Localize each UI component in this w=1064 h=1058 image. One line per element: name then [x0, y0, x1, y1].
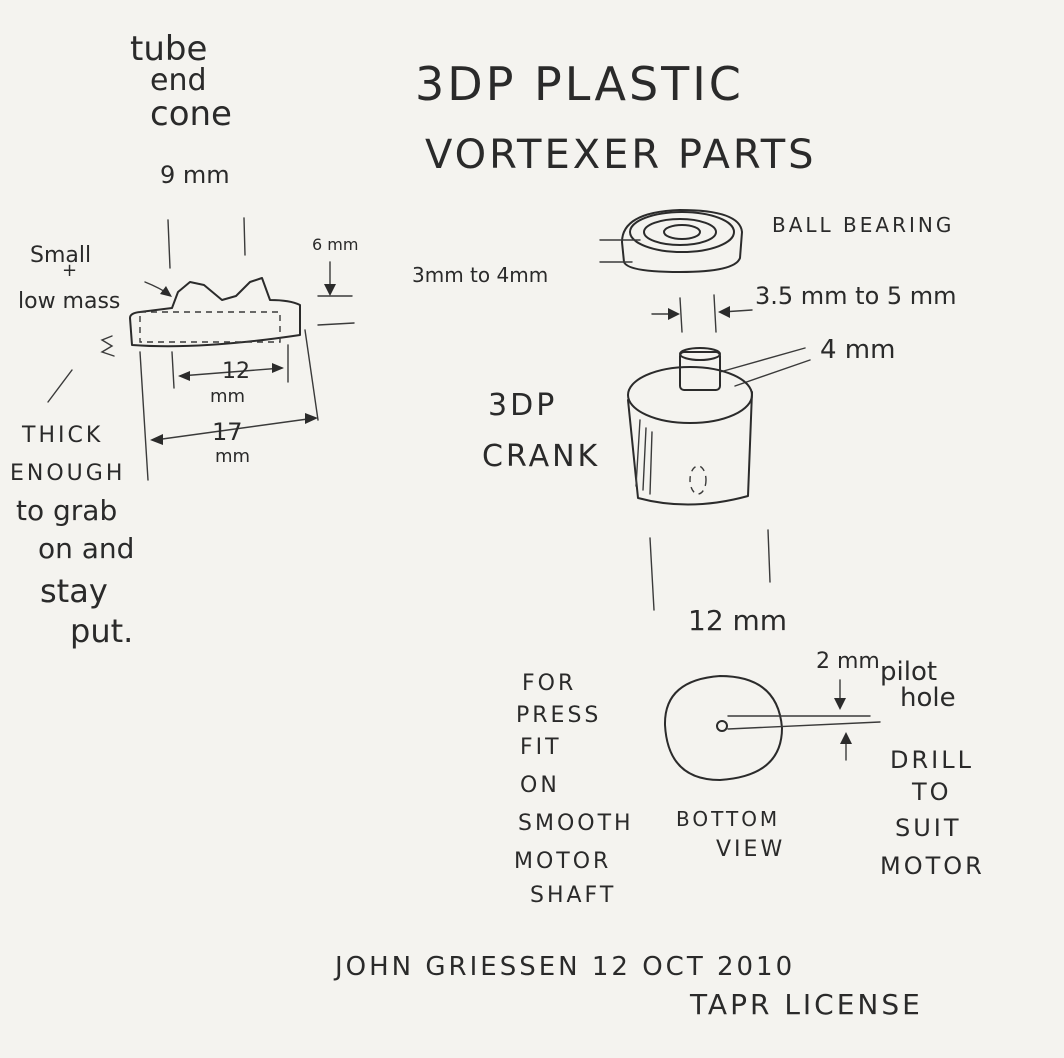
bottom-view-label-1: BOTTOM [676, 807, 780, 831]
press-fit-line-2: PRESS [516, 703, 601, 728]
title-line-1: 3DP PLASTIC [415, 57, 744, 111]
bottom-view-label-2: VIEW [716, 837, 785, 862]
press-fit-line-6: MOTOR [514, 849, 611, 874]
outer-unit-label: mm [215, 446, 250, 467]
crank-diameter-label: 12 mm [688, 604, 787, 637]
thick-note-line-5: stay [40, 572, 108, 610]
thick-note-line-1: THICK [21, 423, 103, 448]
crank-shaft-top [679, 347, 721, 361]
drill-note-line-3: SUIT [895, 814, 962, 842]
wall-thickness-mark [100, 335, 115, 357]
crank-cylinder-body [627, 391, 753, 506]
bearing-top-race [629, 211, 735, 253]
shaft-leader-top [719, 347, 806, 373]
crank-cylinder-top [627, 366, 753, 424]
inner-ext-left [171, 351, 175, 389]
title-line-2: VORTEXER PARTS [425, 132, 817, 178]
cone-heading-line-2: end [150, 63, 207, 98]
height-arrowhead [324, 284, 336, 296]
press-fit-line-1: FOR [522, 671, 576, 696]
press-fit-line-5: SMOOTH [518, 811, 634, 836]
signature-line-1: JOHN GRIESSEN 12 OCT 2010 [333, 952, 795, 982]
pilot-word-label: pilot [880, 657, 937, 687]
thick-note-line-3: to grab [16, 494, 117, 527]
bore-label: 3.5 mm to 5 mm [755, 282, 957, 310]
pilot-arrowhead-top [834, 698, 846, 710]
pilot-size-label: 2 mm [816, 649, 880, 674]
outer-arrowhead-left [150, 434, 163, 445]
crank-hatch [635, 419, 653, 495]
bore-arrowhead-left [668, 308, 680, 320]
inner-unit-label: mm [210, 386, 245, 407]
drill-note-line-4: MOTOR [880, 852, 985, 880]
diagram-title: 3DP PLASTIC VORTEXER PARTS [415, 57, 817, 178]
bore-ext-right [713, 294, 717, 333]
bottom-view: 2 mm pilot hole FOR PRESS FIT ON SMOOTH … [514, 649, 985, 908]
outer-value-label: 17 [212, 418, 243, 446]
width-extension-right [243, 217, 246, 256]
cone-inner-cavity [139, 311, 281, 343]
outer-ext-right [304, 329, 319, 421]
cone-body [129, 277, 301, 348]
outer-ext-left [139, 351, 149, 481]
thick-note-line-6: put. [70, 612, 133, 650]
signature-line-2: TAPR LICENSE [689, 988, 923, 1021]
press-fit-line-4: ON [520, 773, 560, 798]
inner-arrowhead-left [178, 371, 190, 381]
inner-arrowhead-right [272, 363, 284, 373]
bearing-bore [663, 224, 701, 240]
width-extension-left [167, 219, 171, 269]
pilot-arrowhead-bottom [840, 732, 852, 744]
bearing-height-label: 3mm to 4mm [412, 263, 548, 287]
shaft-leader-bottom [734, 359, 811, 387]
ball-bearing: BALL BEARING 3mm to 4mm [412, 209, 954, 287]
thick-note-leader [47, 369, 73, 403]
thick-note-line-2: ENOUGH [10, 461, 125, 486]
low-mass-label: low mass [18, 289, 120, 314]
pilot-line-bottom [727, 721, 881, 730]
cone-height-label: 6 mm [312, 235, 358, 254]
press-fit-line-3: FIT [520, 735, 562, 760]
bottom-view-disc [663, 675, 783, 781]
crank: 3DP CRANK 4 mm 12 mm [482, 335, 895, 637]
cone-heading-line-3: cone [150, 94, 232, 134]
inner-dim-line [179, 367, 283, 377]
signature-block: JOHN GRIESSEN 12 OCT 2010 TAPR LICENSE [333, 952, 923, 1021]
outer-dim-line [154, 417, 316, 441]
pilot-hole [716, 720, 728, 732]
shaft-label: 4 mm [820, 335, 895, 365]
bearing-label: BALL BEARING [772, 213, 954, 237]
cone-width-label: 9 mm [160, 161, 230, 189]
inner-value-label: 12 [222, 359, 250, 384]
drill-note-line-1: DRILL [890, 746, 974, 774]
bore-arrowhead-right [718, 306, 730, 318]
press-fit-line-7: SHAFT [530, 883, 616, 908]
plus-label: + [62, 260, 77, 281]
hole-word-label: hole [900, 683, 956, 713]
drill-note-line-2: TO [911, 778, 952, 806]
crank-label-line-1: 3DP [488, 388, 557, 423]
outer-arrowhead-right [305, 413, 318, 424]
small-label: Small [30, 243, 91, 268]
crank-label-line-2: CRANK [482, 439, 600, 474]
low-mass-arrowhead [160, 286, 172, 297]
thick-note-line-4: on and [38, 532, 134, 565]
bearing-ball-track [643, 218, 717, 246]
cone-heading-line-1: tube [130, 29, 207, 69]
cone-part: tube end cone 9 mm Small + low mass 6 mm… [10, 29, 358, 650]
bearing-outer [621, 209, 743, 273]
crank-dia-ext-left [649, 537, 655, 611]
crank-dia-ext-right [767, 529, 771, 583]
height-bottom-line [317, 322, 355, 326]
bore-dimension: 3.5 mm to 5 mm [651, 282, 957, 333]
bore-ext-left [679, 297, 683, 333]
crank-pilot-hidden [689, 465, 707, 495]
